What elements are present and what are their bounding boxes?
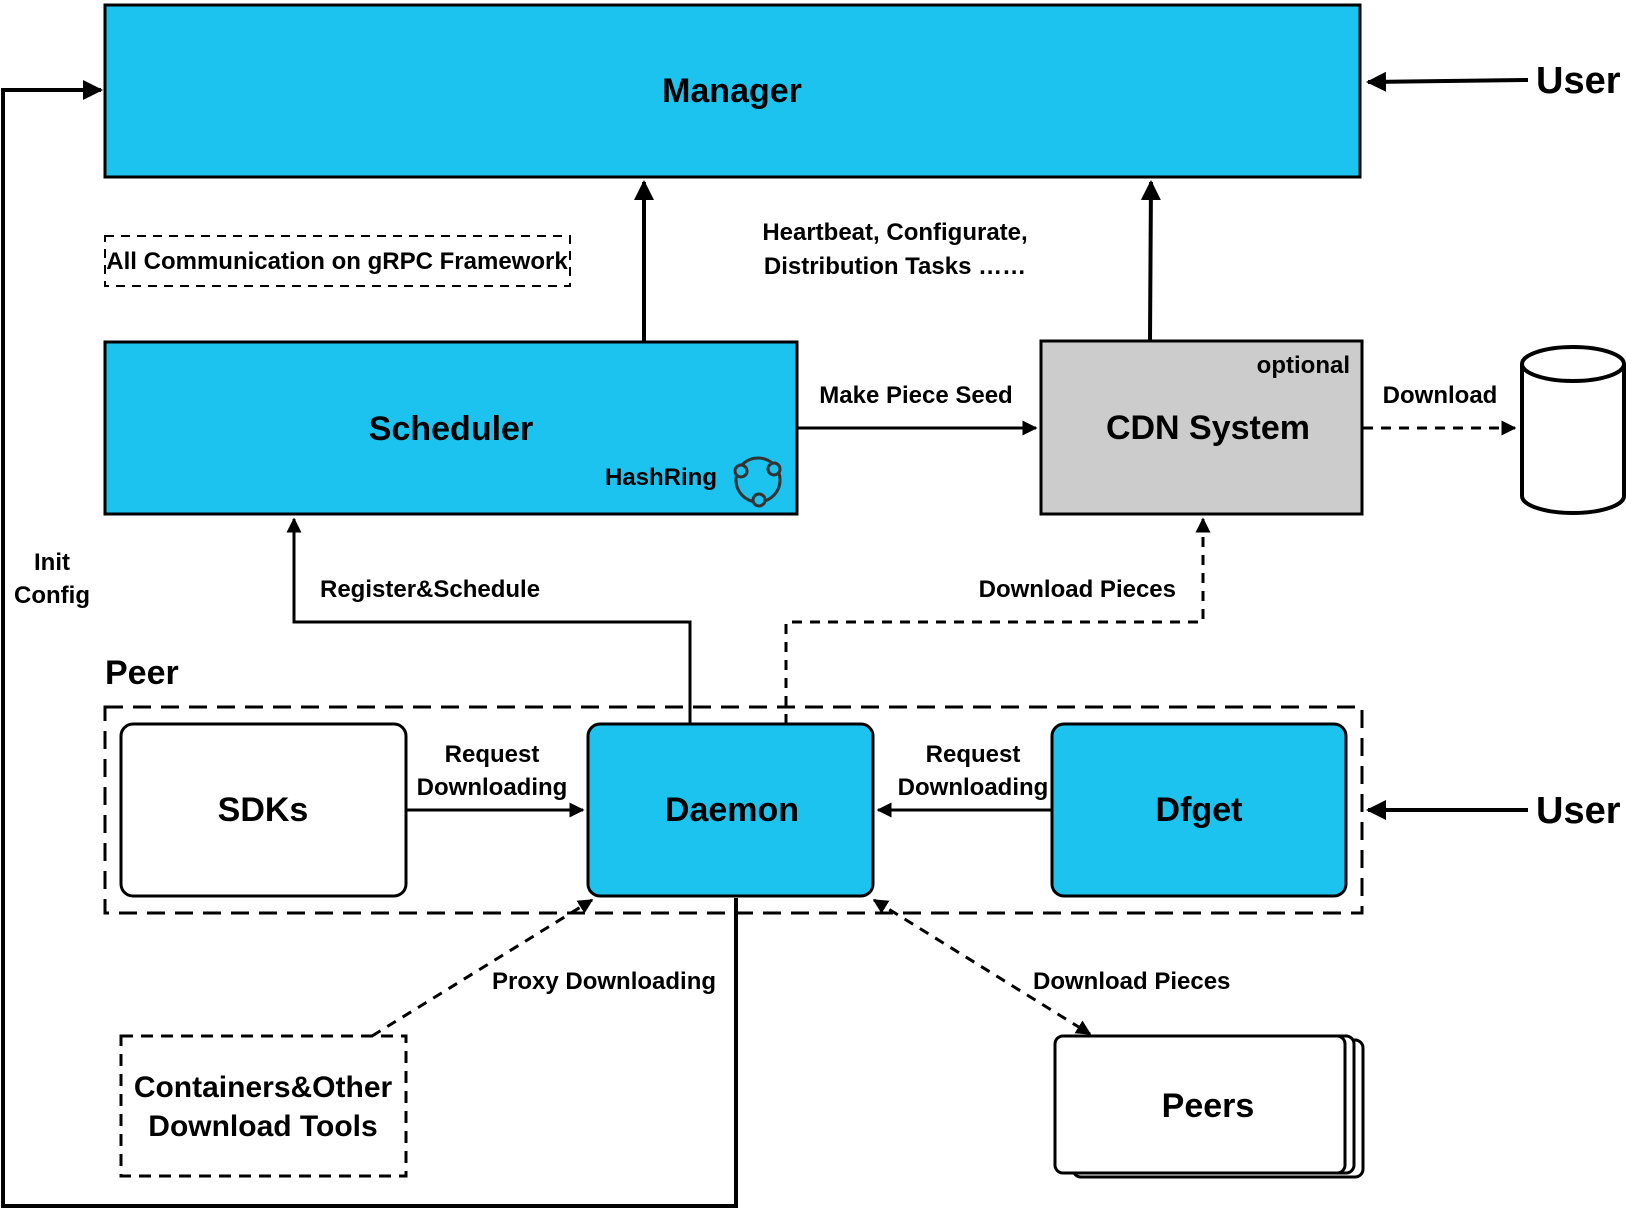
containers-label-line1: Containers&Other bbox=[134, 1071, 393, 1104]
daemon-to-scheduler-arrow bbox=[286, 517, 692, 724]
grpc-note-label: All Communication on gRPC Framework bbox=[106, 248, 568, 275]
database-cylinder-icon bbox=[1520, 345, 1626, 515]
heartbeat-label-line2: Distribution Tasks …… bbox=[764, 253, 1026, 280]
user-bottom-label: User bbox=[1536, 790, 1621, 832]
hashring-label: HashRing bbox=[605, 464, 717, 491]
peer-group-label: Peer bbox=[105, 654, 179, 692]
cdn-to-manager-arrow bbox=[1140, 180, 1161, 341]
download-pieces-cdn-label: Download Pieces bbox=[979, 576, 1176, 603]
register-schedule-label: Register&Schedule bbox=[320, 576, 540, 603]
hashring-icon bbox=[733, 456, 782, 508]
proxy-downloading-label: Proxy Downloading bbox=[492, 968, 716, 995]
request-dfget-line1: Request bbox=[926, 741, 1021, 768]
download-pieces-peers-label: Download Pieces bbox=[1033, 968, 1230, 995]
scheduler-label: Scheduler bbox=[369, 410, 533, 448]
daemon-to-cdn-arrow bbox=[784, 517, 1211, 724]
cdn-label: CDN System bbox=[1106, 409, 1310, 447]
request-dfget-line2: Downloading bbox=[898, 774, 1049, 801]
user-to-manager-arrow bbox=[1366, 71, 1529, 92]
containers-box bbox=[119, 1034, 408, 1178]
peers-label: Peers bbox=[1162, 1087, 1255, 1125]
grpc-note-box bbox=[104, 235, 571, 287]
download-label: Download bbox=[1383, 382, 1498, 409]
config-label: Config bbox=[14, 582, 90, 609]
peer-group-box bbox=[103, 705, 1364, 915]
containers-to-daemon-arrow bbox=[371, 898, 594, 1038]
user-top-label: User bbox=[1536, 60, 1621, 102]
manager-label: Manager bbox=[662, 72, 802, 110]
dfget-label: Dfget bbox=[1156, 791, 1243, 829]
request-sdks-line1: Request bbox=[445, 741, 540, 768]
make-piece-seed-label: Make Piece Seed bbox=[819, 382, 1012, 409]
init-config-arrow bbox=[1, 80, 738, 1208]
containers-label-line2: Download Tools bbox=[148, 1110, 377, 1143]
manager-box bbox=[103, 3, 1362, 179]
request-sdks-line2: Downloading bbox=[417, 774, 568, 801]
init-label: Init bbox=[34, 549, 70, 576]
daemon-label: Daemon bbox=[665, 791, 799, 829]
scheduler-box bbox=[103, 340, 799, 516]
heartbeat-label-line1: Heartbeat, Configurate, bbox=[762, 219, 1027, 246]
daemon-box bbox=[586, 722, 875, 898]
cdn-optional-tag: optional bbox=[1257, 352, 1350, 379]
cdn-box bbox=[1039, 339, 1364, 516]
peers-stack bbox=[1053, 1034, 1365, 1179]
daemon-peers-arrow bbox=[872, 898, 1092, 1036]
sdks-label: SDKs bbox=[218, 791, 309, 829]
